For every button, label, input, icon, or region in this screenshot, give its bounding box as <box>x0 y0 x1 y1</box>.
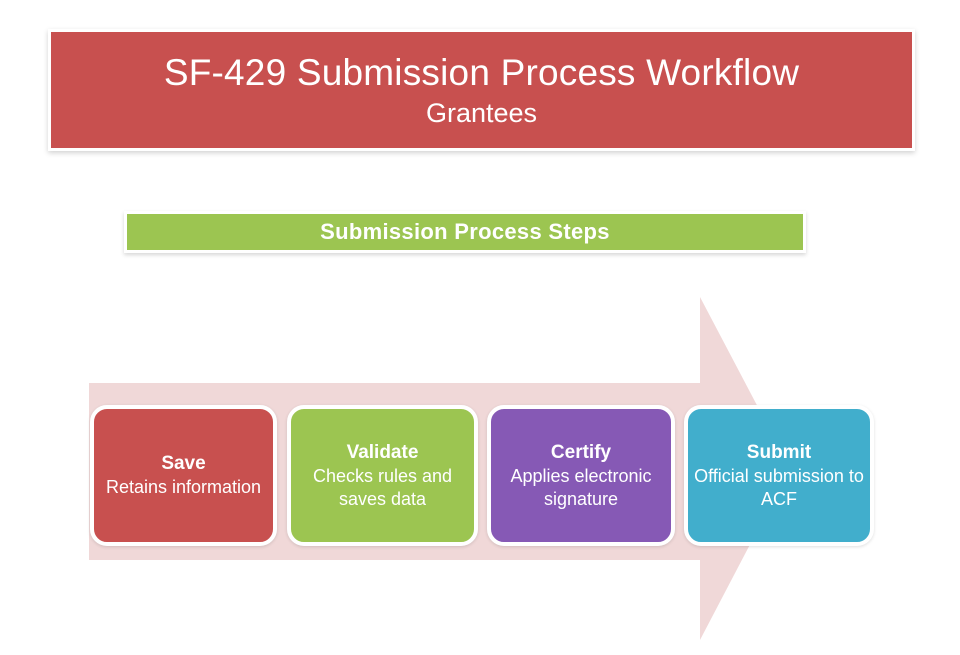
step-title-submit: Submit <box>746 441 812 463</box>
section-header-label: Submission Process Steps <box>320 219 610 244</box>
process-steps-row: Save Retains information Validate Checks… <box>0 405 960 550</box>
step-title-validate: Validate <box>346 441 419 463</box>
step-description-validate: Checks rules and saves data <box>312 465 453 509</box>
step-description-submit: Official submission to ACF <box>694 465 864 509</box>
page-subtitle: Grantees <box>425 97 538 128</box>
step-box-certify[interactable]: Certify Applies electronic signature <box>487 405 675 546</box>
step-description-save: Retains information <box>105 477 262 497</box>
step-title-save: Save <box>161 453 206 474</box>
step-box-save[interactable]: Save Retains information <box>90 405 277 546</box>
title-banner: SF-429 Submission Process Workflow Grant… <box>48 29 915 151</box>
page-title: SF-429 Submission Process Workflow <box>163 51 800 93</box>
step-box-submit[interactable]: Submit Official submission to ACF <box>684 405 874 546</box>
step-description-certify: Applies electronic signature <box>510 465 652 509</box>
step-title-certify: Certify <box>550 441 612 463</box>
section-header-bar: Submission Process Steps <box>124 211 806 253</box>
step-box-validate[interactable]: Validate Checks rules and saves data <box>287 405 478 546</box>
